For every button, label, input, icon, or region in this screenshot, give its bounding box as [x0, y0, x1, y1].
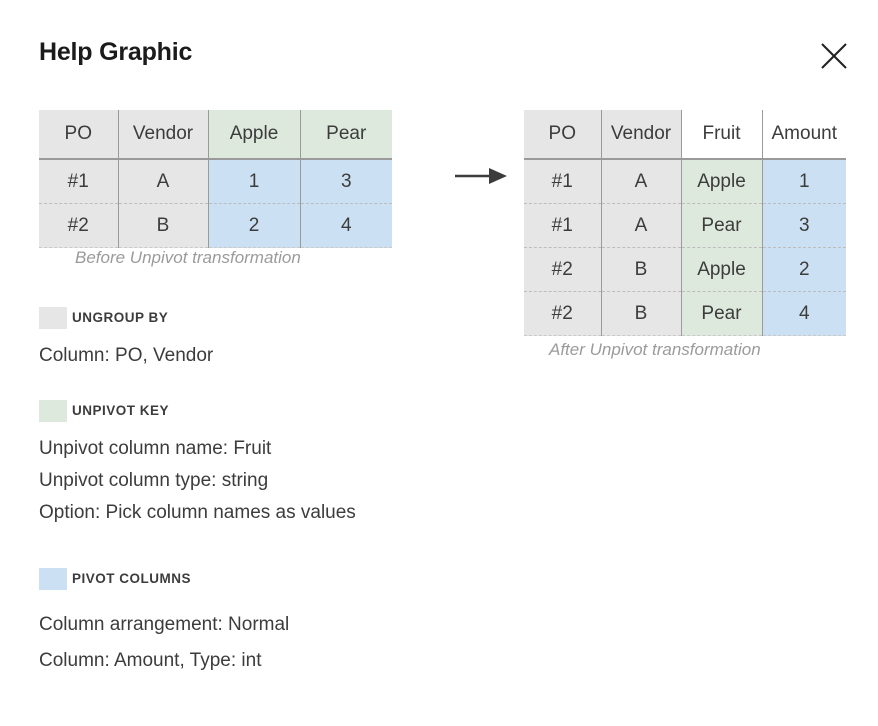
swatch-pivot-columns — [39, 568, 67, 590]
cell-po: #1 — [524, 159, 602, 204]
cell-fruit: Pear — [681, 291, 763, 336]
table-header-row: PO Vendor Apple Pear — [39, 110, 392, 160]
cell-po: #2 — [524, 291, 602, 336]
detail-line: Column: PO, Vendor — [39, 345, 214, 366]
legend-header: UNPIVOT KEY — [39, 400, 356, 424]
column-header: PO — [39, 110, 119, 160]
cell-pear: 4 — [300, 203, 392, 248]
table-row: #2 B Pear 4 — [524, 291, 846, 336]
arrow-right-icon — [455, 165, 513, 187]
cell-apple: 2 — [208, 203, 301, 248]
column-header: Pear — [300, 110, 392, 160]
cell-fruit: Apple — [681, 159, 763, 204]
table-row: #1 A Pear 3 — [524, 203, 846, 248]
table-row: #2 B Apple 2 — [524, 247, 846, 292]
column-header: PO — [524, 110, 602, 160]
column-header: Fruit — [681, 110, 763, 160]
column-header: Vendor — [118, 110, 209, 160]
cell-apple: 1 — [208, 159, 301, 204]
after-unpivot-table: PO Vendor Fruit Amount #1 A Apple 1 #1 A… — [524, 110, 846, 336]
detail-line: Unpivot column type: string — [39, 470, 269, 491]
cell-po: #1 — [524, 203, 602, 248]
cell-vendor: A — [601, 203, 682, 248]
cell-vendor: B — [601, 291, 682, 336]
page-title: Help Graphic — [39, 38, 193, 66]
legend-label: UNPIVOT KEY — [72, 403, 170, 418]
legend-group-pivot-columns: PIVOT COLUMNS Column arrangement: Normal… — [39, 568, 289, 672]
cell-vendor: A — [118, 159, 209, 204]
before-unpivot-table: PO Vendor Apple Pear #1 A 1 3 #2 B 2 4 — [39, 110, 392, 248]
legend-header: UNGROUP BY — [39, 307, 213, 331]
cell-pear: 3 — [300, 159, 392, 204]
cell-amount: 1 — [762, 159, 846, 204]
column-header: Apple — [208, 110, 301, 160]
after-table-caption: After Unpivot transformation — [549, 340, 761, 359]
detail-line: Column arrangement: Normal — [39, 614, 290, 635]
cell-amount: 4 — [762, 291, 846, 336]
table-row: #2 B 2 4 — [39, 203, 392, 248]
column-header: Amount — [762, 110, 846, 160]
legend-group-unpivot-key: UNPIVOT KEY Unpivot column name: Fruit U… — [39, 400, 356, 524]
legend-group-ungroup-by: UNGROUP BY Column: PO, Vendor — [39, 307, 213, 367]
swatch-ungroup-by — [39, 307, 67, 329]
column-header: Vendor — [601, 110, 682, 160]
cell-vendor: A — [601, 159, 682, 204]
before-table-caption: Before Unpivot transformation — [75, 248, 301, 267]
detail-line: Option: Pick column names as values — [39, 502, 356, 523]
cell-po: #1 — [39, 159, 119, 204]
close-icon[interactable] — [818, 40, 850, 72]
cell-vendor: B — [118, 203, 209, 248]
cell-vendor: B — [601, 247, 682, 292]
legend-label: UNGROUP BY — [72, 310, 169, 325]
table-header-row: PO Vendor Fruit Amount — [524, 110, 846, 160]
detail-line: Unpivot column name: Fruit — [39, 438, 272, 459]
cell-fruit: Apple — [681, 247, 763, 292]
swatch-unpivot-key — [39, 400, 67, 422]
legend-header: PIVOT COLUMNS — [39, 568, 289, 592]
cell-fruit: Pear — [681, 203, 763, 248]
cell-amount: 3 — [762, 203, 846, 248]
detail-line: Column: Amount, Type: int — [39, 650, 262, 671]
cell-po: #2 — [524, 247, 602, 292]
cell-po: #2 — [39, 203, 119, 248]
table-row: #1 A 1 3 — [39, 159, 392, 204]
cell-amount: 2 — [762, 247, 846, 292]
table-row: #1 A Apple 1 — [524, 159, 846, 204]
dialog-header: Help Graphic — [0, 0, 878, 100]
legend-label: PIVOT COLUMNS — [72, 571, 192, 586]
